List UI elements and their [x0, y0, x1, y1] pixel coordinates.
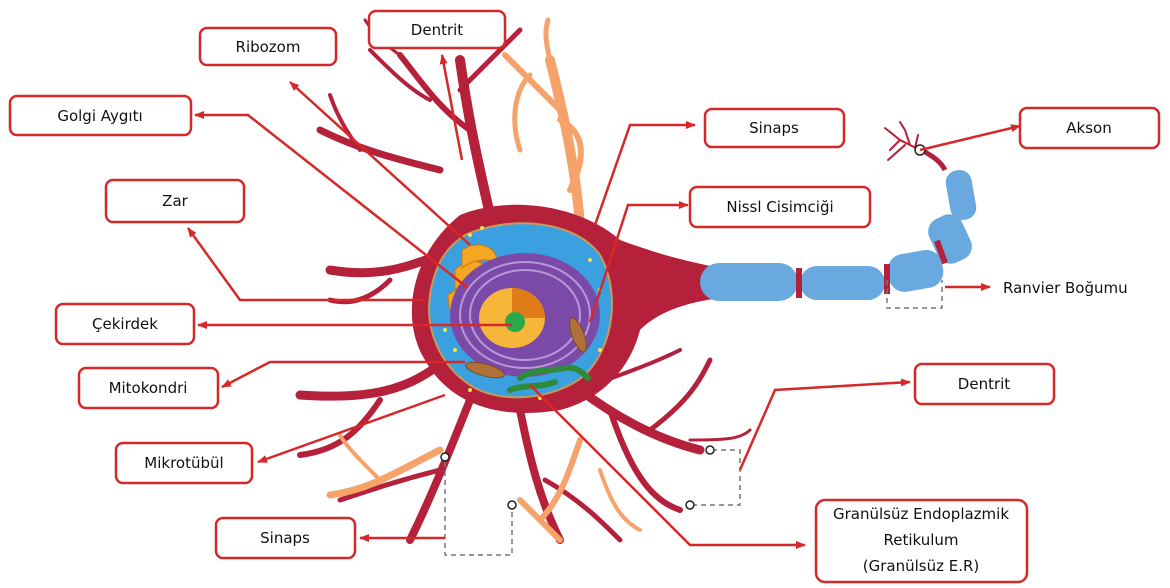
label-mikrotubul: Mikrotübül	[116, 443, 252, 483]
label-dentrit-top: Dentrit	[369, 11, 505, 48]
label-sinaps-bottom-text: Sinaps	[260, 529, 310, 547]
arrow-dentrit-right	[740, 382, 910, 470]
label-sinaps-bottom: Sinaps	[216, 518, 355, 558]
label-ribozom: Ribozom	[200, 28, 336, 65]
label-ranvier: Ranvier Boğumu	[1003, 279, 1128, 297]
neuron-illustration	[300, 20, 978, 555]
label-dentrit-right-text: Dentrit	[958, 375, 1011, 393]
label-granulsuz-line3: (Granülsüz E.R)	[863, 557, 980, 575]
nucleolus	[505, 312, 525, 332]
label-cekirdek-text: Çekirdek	[92, 315, 158, 333]
label-granulsuz-line2: Retikulum	[883, 531, 958, 549]
arrow-sinaps-top	[595, 125, 695, 225]
label-akson-text: Akson	[1066, 119, 1111, 137]
label-zar: Zar	[106, 180, 244, 222]
label-golgi-text: Golgi Aygıtı	[57, 107, 142, 125]
label-sinaps-top-text: Sinaps	[749, 119, 799, 137]
label-ribozom-text: Ribozom	[236, 38, 301, 56]
arrow-akson	[920, 126, 1020, 150]
label-akson: Akson	[1020, 108, 1159, 148]
label-dentrit-top-text: Dentrit	[411, 21, 464, 39]
label-nissl-text: Nissl Cisimciği	[726, 198, 833, 216]
label-mitokondri: Mitokondri	[79, 368, 218, 408]
label-zar-text: Zar	[162, 192, 188, 210]
label-cekirdek: Çekirdek	[56, 304, 194, 344]
label-mikrotubul-text: Mikrotübül	[144, 454, 223, 472]
label-golgi: Golgi Aygıtı	[10, 96, 191, 135]
label-nissl: Nissl Cisimciği	[690, 187, 870, 227]
label-ranvier-text: Ranvier Boğumu	[1003, 279, 1128, 297]
label-dentrit-right: Dentrit	[915, 364, 1054, 404]
label-granulsuz-line1: Granülsüz Endoplazmik	[833, 505, 1009, 523]
arrow-zar	[188, 228, 425, 300]
label-sinaps-top: Sinaps	[705, 109, 844, 147]
label-mitokondri-text: Mitokondri	[109, 379, 188, 397]
axon-terminal	[885, 122, 920, 160]
